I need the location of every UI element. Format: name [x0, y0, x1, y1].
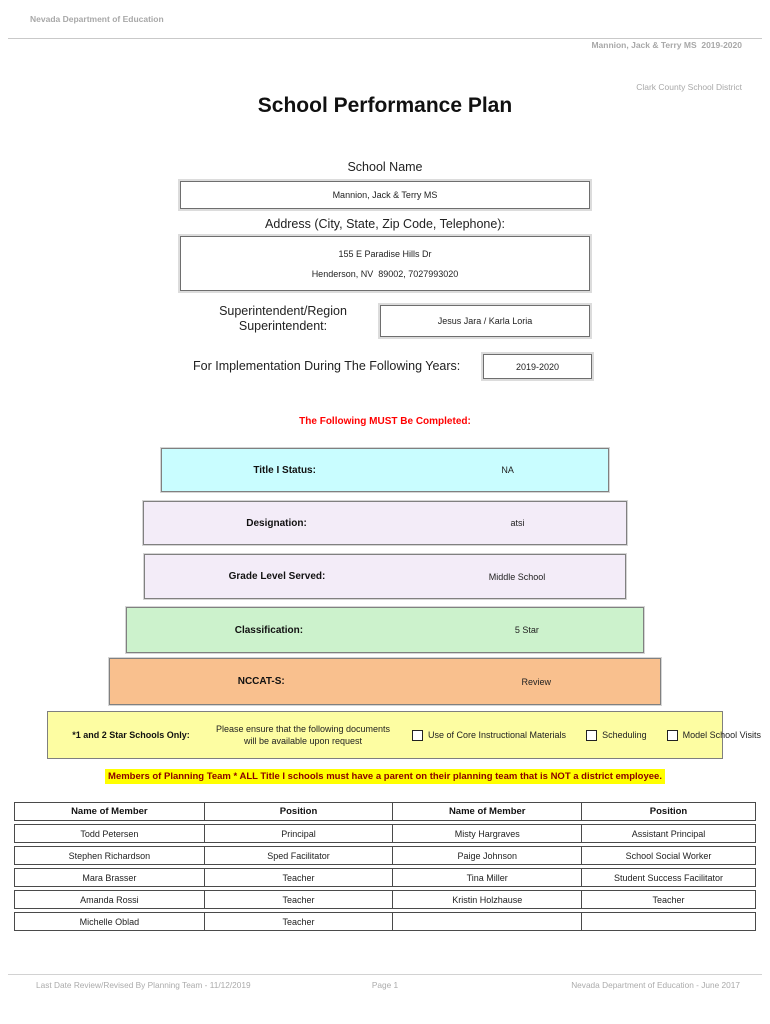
planning-team-notice: Members of Planning Team * ALL Title I s… [0, 766, 770, 784]
nccat-s-row[interactable]: NCCAT-S: Review [109, 658, 661, 705]
header-school-year: Mannion, Jack & Terry MS 2019-2020 [591, 40, 742, 50]
grade-level-row[interactable]: Grade Level Served: Middle School [144, 554, 626, 599]
superintendent-value: Jesus Jara / Karla Loria [437, 316, 533, 326]
footer-page-number: Page 1 [371, 980, 399, 990]
address-label: Address (City, State, Zip Code, Telephon… [265, 217, 505, 231]
members-table: Name of Member Position Name of Member P… [14, 802, 756, 934]
grade-level-value: Middle School [488, 571, 546, 582]
model-school-visits-checkbox-icon[interactable] [666, 729, 678, 741]
member-name-cell: Michelle Oblad [79, 916, 140, 927]
header-divider [8, 38, 762, 39]
nccat-s-value: Review [521, 676, 551, 687]
table-row: Mara Brasser Teacher Tina Miller Student… [14, 868, 756, 887]
title-i-status-row[interactable]: Title I Status: NA [161, 448, 609, 492]
school-name-field[interactable]: Mannion, Jack & Terry MS [180, 181, 590, 209]
must-complete-notice: The Following MUST Be Completed: [299, 416, 471, 427]
member-name-cell: Tina Miller [392, 869, 581, 886]
scheduling-checkbox-icon[interactable] [586, 729, 598, 741]
classification-value: 5 Star [514, 625, 539, 635]
classification-label: Classification: [234, 624, 304, 636]
designation-value: atsi [510, 518, 525, 528]
table-row: Amanda Rossi Teacher Kristin Holzhause T… [14, 890, 756, 909]
star-schools-note: Please ensure that the following documen… [215, 724, 391, 746]
member-name-cell: Amanda Rossi [80, 894, 139, 905]
checkbox-scheduling[interactable]: Scheduling [586, 729, 647, 741]
member-position-cell: Principal [203, 825, 393, 842]
implementation-years-value: 2019-2020 [515, 361, 560, 372]
model-school-visits-checkbox-label: Model School Visits [682, 730, 761, 740]
title-i-status-label: Title I Status: [253, 464, 316, 476]
member-position-cell: Teacher [203, 913, 393, 930]
table-row: Todd Petersen Principal Misty Hargraves … [14, 824, 756, 843]
member-position-cell: School Social Worker [581, 847, 755, 864]
school-name-label: School Name [347, 160, 423, 174]
header-school-info: Mannion, Jack & Terry MS 2019-2020 Clark… [591, 10, 742, 122]
classification-row[interactable]: Classification: 5 Star [126, 607, 644, 653]
member-name-cell: Stephen Richardson [68, 850, 151, 861]
address-line2: Henderson, NV 89002, 7027993020 [311, 268, 459, 279]
designation-label: Designation: [246, 517, 307, 529]
member-name-cell: Kristin Holzhause [392, 891, 581, 908]
superintendent-field[interactable]: Jesus Jara / Karla Loria [380, 305, 590, 337]
scheduling-checkbox-label: Scheduling [602, 730, 647, 740]
implementation-years-field[interactable]: 2019-2020 [483, 354, 592, 379]
nccat-s-label: NCCAT-S: [237, 676, 285, 687]
header-district: Clark County School District [636, 82, 742, 92]
member-name-cell: Mara Brasser [82, 872, 137, 883]
member-position-cell: Student Success Facilitator [581, 869, 755, 886]
checkbox-core-materials[interactable]: Use of Core Instructional Materials [412, 729, 567, 741]
member-name-cell: Misty Hargraves [392, 825, 581, 842]
member-name-cell [392, 913, 581, 930]
col-header-position-1: Position [203, 803, 393, 820]
core-materials-checkbox-label: Use of Core Instructional Materials [428, 730, 567, 740]
designation-row[interactable]: Designation: atsi [143, 501, 627, 545]
member-position-cell: Teacher [203, 869, 393, 886]
page-title: School Performance Plan [257, 94, 513, 117]
col-header-position-2: Position [581, 803, 755, 820]
member-position-cell: Assistant Principal [581, 825, 755, 842]
table-row: Michelle Oblad Teacher [14, 912, 756, 931]
star-schools-box: *1 and 2 Star Schools Only: Please ensur… [47, 711, 761, 759]
star-schools-label: *1 and 2 Star Schools Only: [72, 730, 190, 740]
header-org-name: Nevada Department of Education [30, 14, 164, 24]
member-position-cell [581, 913, 755, 930]
col-header-name-2: Name of Member [392, 803, 581, 820]
member-position-cell: Sped Facilitator [203, 847, 393, 864]
checkbox-model-school-visits[interactable]: Model School Visits [666, 729, 761, 741]
school-name-value: Mannion, Jack & Terry MS [332, 190, 438, 200]
member-name-cell: Paige Johnson [392, 847, 581, 864]
footer-source: Nevada Department of Education - June 20… [571, 980, 740, 990]
footer-divider [8, 974, 762, 975]
title-i-status-value: NA [501, 465, 514, 475]
members-table-header-row: Name of Member Position Name of Member P… [14, 802, 756, 821]
member-position-cell: Teacher [203, 891, 393, 908]
col-header-name-1: Name of Member [71, 806, 148, 817]
footer-review-date: Last Date Review/Revised By Planning Tea… [36, 980, 251, 990]
superintendent-label: Superintendent/Region Superintendent: [219, 304, 347, 333]
address-line1: 155 E Paradise Hills Dr [338, 248, 432, 259]
table-row: Stephen Richardson Sped Facilitator Paig… [14, 846, 756, 865]
implementation-years-label: For Implementation During The Following … [193, 359, 461, 373]
address-field[interactable]: 155 E Paradise Hills Dr Henderson, NV 89… [180, 236, 590, 291]
member-name-cell: Todd Petersen [80, 828, 139, 839]
core-materials-checkbox-icon[interactable] [412, 729, 423, 741]
grade-level-label: Grade Level Served: [228, 571, 326, 582]
member-position-cell: Teacher [581, 891, 755, 908]
